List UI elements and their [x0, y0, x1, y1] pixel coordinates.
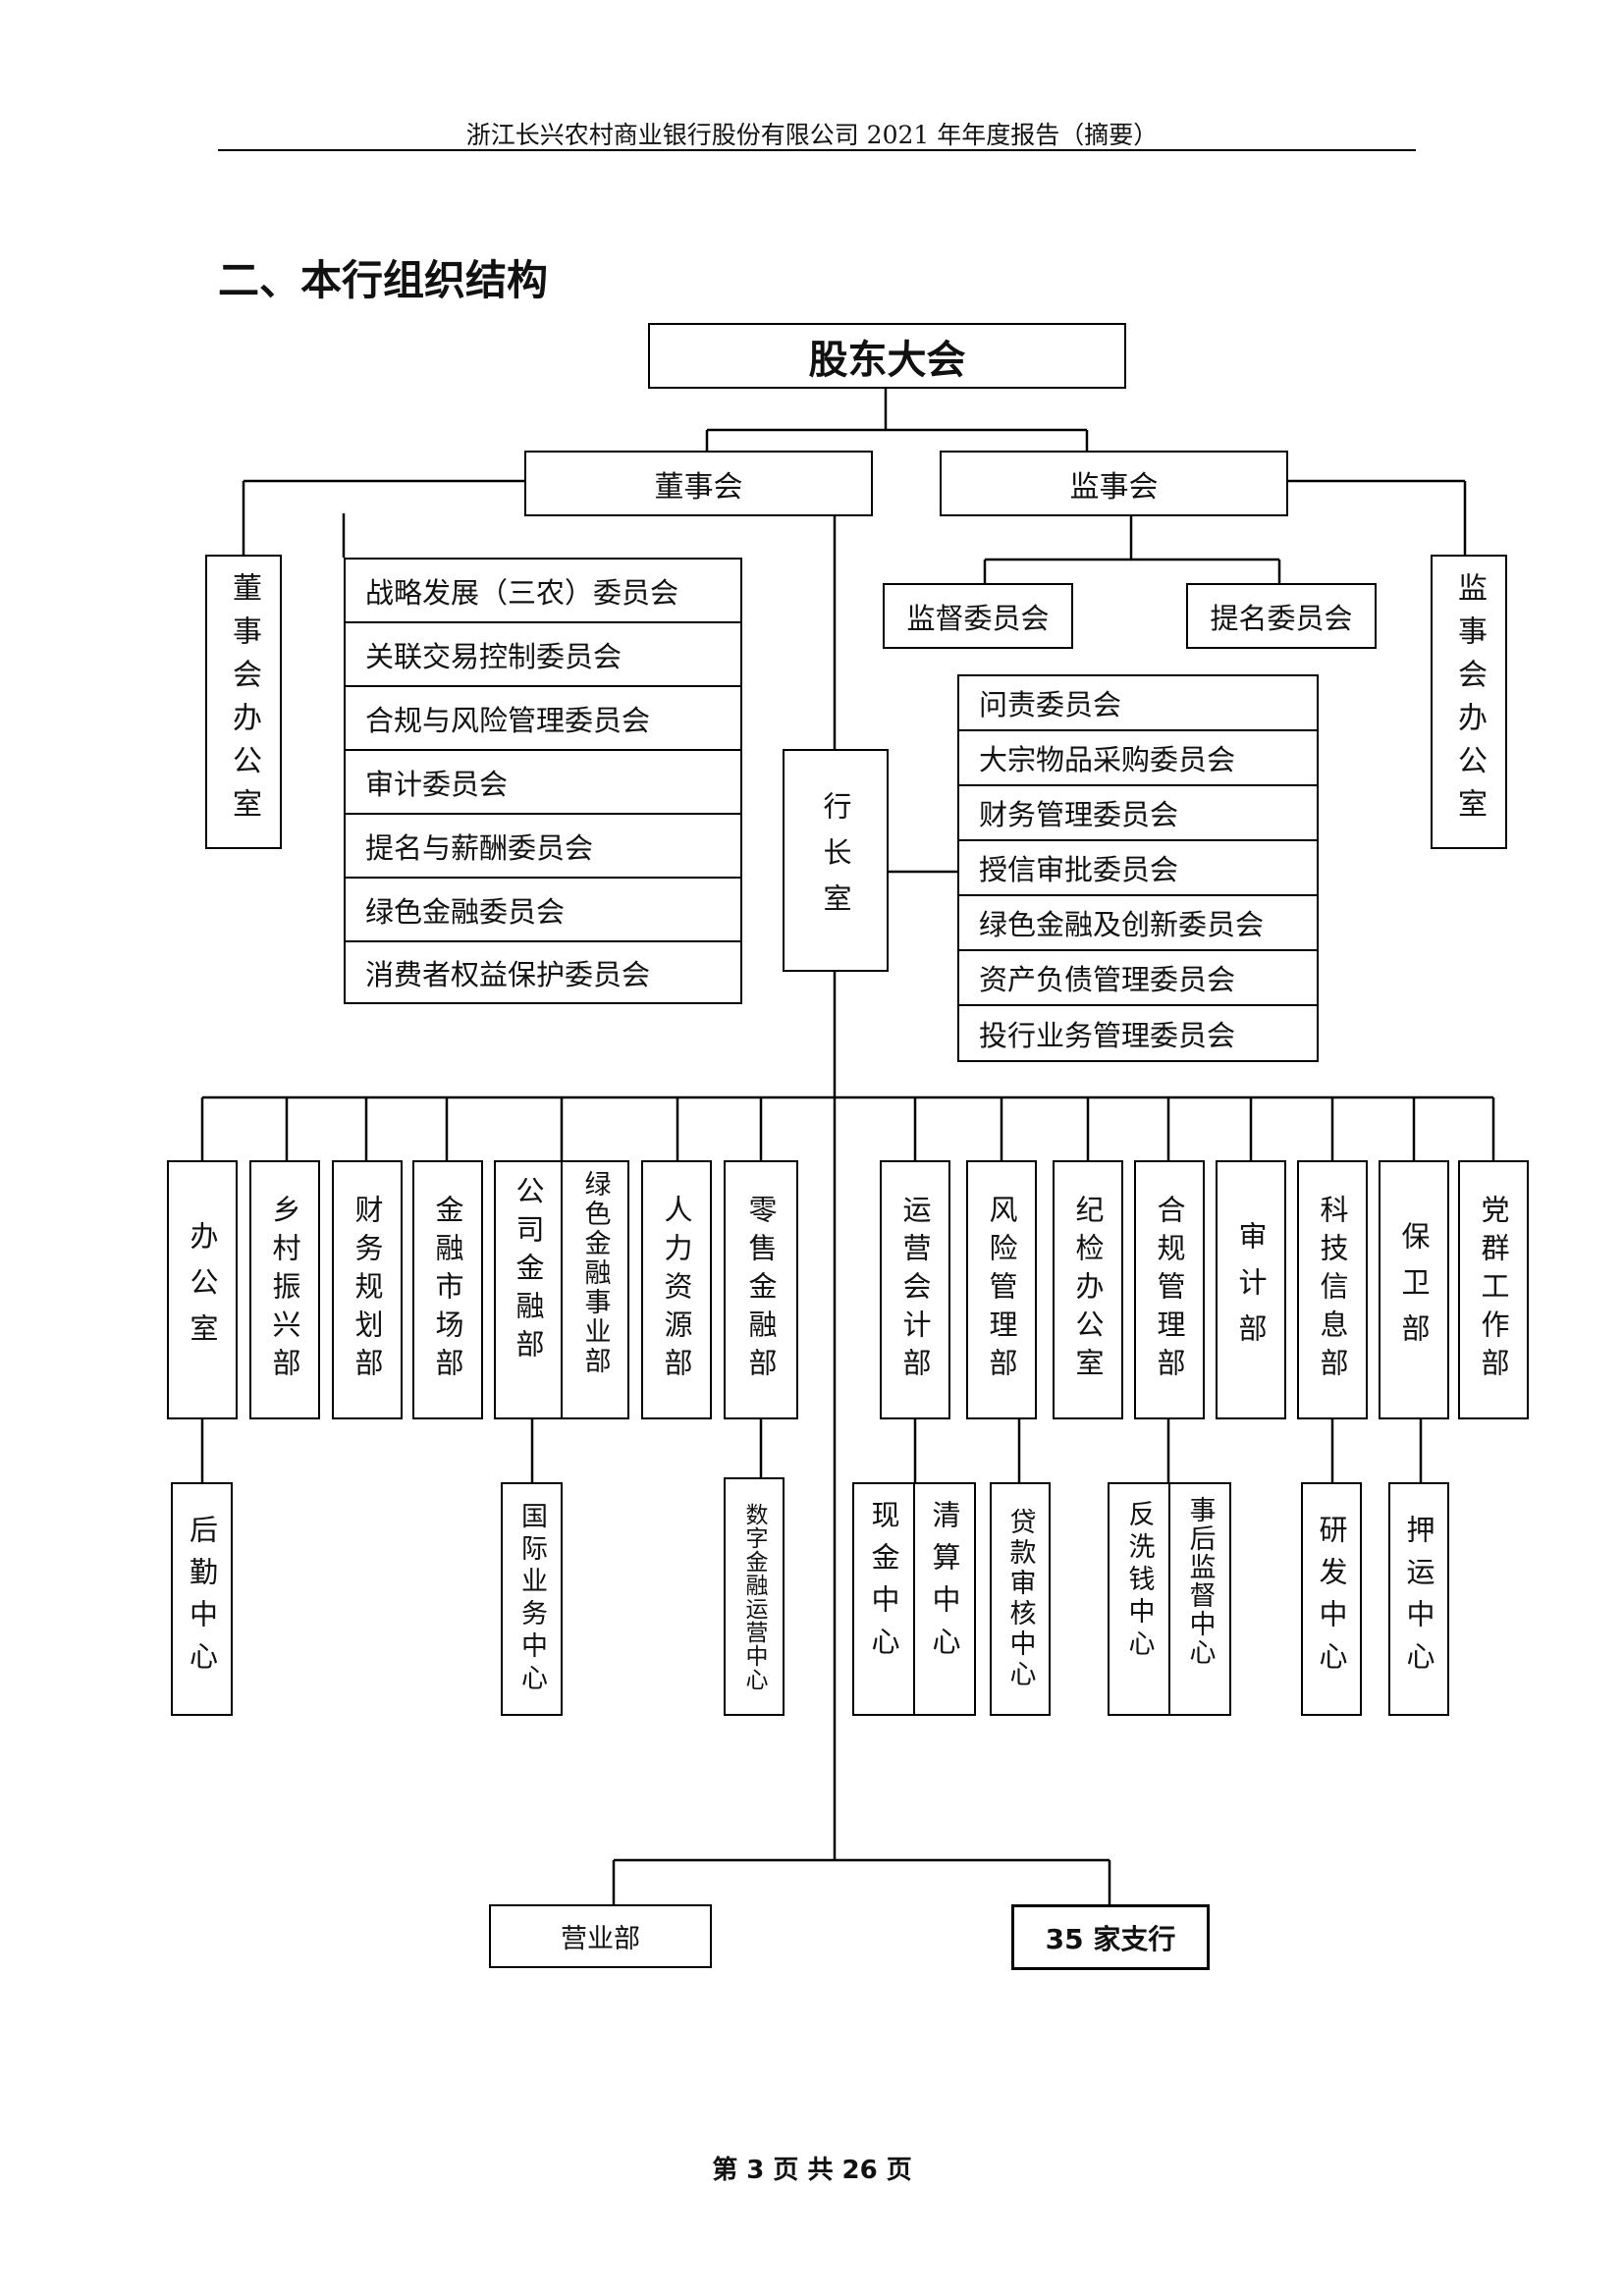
office-dept-box: 办公室 [167, 1160, 238, 1419]
digital-finance-center-box: 数字金融运营中心 [724, 1477, 785, 1716]
board-committee-item: 合规与风险管理委员会 [346, 687, 740, 751]
board-of-directors-label: 董事会 [654, 469, 743, 505]
audit-dept-label: 审计部 [1234, 1220, 1268, 1360]
aml-center-label: 反洗钱中心 [1123, 1500, 1155, 1662]
board-committee-item: 绿色金融委员会 [346, 879, 740, 942]
corporate-green-dept-box: 公司金融部 绿色金融事业部 [494, 1160, 629, 1419]
logistics-center-box: 后勤中心 [171, 1482, 233, 1716]
page-footer: 第 3 页 共 26 页 [712, 2156, 912, 2185]
corporate-finance-dept-cell: 公司金融部 [496, 1162, 561, 1417]
aml-center-cell: 反洗钱中心 [1110, 1484, 1168, 1714]
board-committee-item: 提名与薪酬委员会 [346, 815, 740, 879]
rnd-center-box: 研发中心 [1301, 1482, 1362, 1716]
security-dept-box: 保卫部 [1379, 1160, 1449, 1419]
rural-revitalization-dept-box: 乡村振兴部 [249, 1160, 320, 1419]
risk-management-dept-box: 风险管理部 [966, 1160, 1037, 1419]
business-department-label: 营业部 [561, 1924, 640, 1954]
financial-markets-dept-label: 金融市场部 [431, 1194, 464, 1386]
party-affairs-dept-box: 党群工作部 [1458, 1160, 1529, 1419]
header-rule [218, 149, 1416, 151]
aml-post-supervision-center-box: 反洗钱中心 事后监督中心 [1108, 1482, 1231, 1716]
section-title: 二、本行组织结构 [218, 256, 549, 304]
board-of-supervisors-label: 监事会 [1069, 469, 1159, 505]
board-office-label: 董事会办公室 [227, 572, 261, 831]
financial-markets-dept-box: 金融市场部 [412, 1160, 483, 1419]
logistics-center-label: 后勤中心 [185, 1515, 219, 1683]
shareholders-meeting-box: 股东大会 [648, 323, 1126, 389]
board-committees-list: 战略发展（三农）委员会 关联交易控制委员会 合规与风险管理委员会 审计委员会 提… [344, 558, 742, 1004]
rural-revitalization-dept-label: 乡村振兴部 [268, 1194, 301, 1386]
operations-accounting-dept-label: 运营会计部 [898, 1194, 932, 1386]
hr-dept-label: 人力资源部 [660, 1194, 693, 1386]
compliance-management-dept-box: 合规管理部 [1134, 1160, 1205, 1419]
finance-planning-dept-label: 财务规划部 [351, 1194, 384, 1386]
clearing-center-label: 清算中心 [928, 1500, 961, 1669]
nomination-committee-box: 提名委员会 [1186, 583, 1377, 649]
clearing-center-cell: 清算中心 [913, 1484, 974, 1714]
corporate-finance-dept-label: 公司金融部 [512, 1176, 545, 1367]
management-committee-item: 财务管理委员会 [959, 786, 1317, 841]
management-committee-item: 资产负债管理委员会 [959, 951, 1317, 1006]
cash-center-cell: 现金中心 [854, 1484, 913, 1714]
president-office-box: 行长室 [783, 749, 889, 972]
board-committee-item: 消费者权益保护委员会 [365, 957, 651, 991]
management-committee-item: 授信审批委员会 [959, 841, 1317, 896]
management-committee-item: 问责委员会 [959, 676, 1317, 731]
sub-branches-label: 35 家支行 [1045, 1922, 1176, 1955]
board-of-directors-box: 董事会 [524, 451, 873, 516]
intl-business-center-box: 国际业务中心 [501, 1482, 563, 1716]
sub-branches-box: 35 家支行 [1011, 1904, 1210, 1970]
management-committee-item: 大宗物品采购委员会 [959, 731, 1317, 786]
digital-finance-center-label: 数字金融运营中心 [741, 1502, 767, 1691]
board-office-box: 董事会办公室 [205, 555, 282, 849]
cash-center-label: 现金中心 [867, 1500, 900, 1669]
discipline-office-label: 纪检办公室 [1071, 1194, 1105, 1386]
hr-dept-box: 人力资源部 [641, 1160, 712, 1419]
cash-clearing-center-box: 现金中心 清算中心 [852, 1482, 976, 1716]
intl-business-center-label: 国际业务中心 [516, 1502, 547, 1696]
board-committee-item: 战略发展（三农）委员会 [346, 560, 740, 623]
report-header: 浙江长兴农村商业银行股份有限公司 2021 年年度报告（摘要） [465, 121, 1159, 149]
audit-dept-box: 审计部 [1216, 1160, 1286, 1419]
board-committee-item: 关联交易控制委员会 [346, 623, 740, 687]
retail-finance-dept-label: 零售金融部 [744, 1194, 778, 1386]
board-committee-item: 审计委员会 [346, 751, 740, 815]
discipline-office-box: 纪检办公室 [1053, 1160, 1123, 1419]
nomination-committee-label: 提名委员会 [1210, 601, 1353, 635]
management-committee-item: 投行业务管理委员会 [979, 1018, 1236, 1052]
office-dept-label: 办公室 [186, 1220, 219, 1360]
escort-center-label: 押运中心 [1402, 1515, 1435, 1683]
loan-review-center-label: 贷款审核中心 [1004, 1508, 1036, 1690]
supervision-committee-box: 监督委员会 [883, 583, 1073, 649]
security-dept-label: 保卫部 [1397, 1220, 1431, 1360]
escort-center-box: 押运中心 [1388, 1482, 1449, 1716]
post-supervision-center-cell: 事后监督中心 [1168, 1484, 1229, 1714]
green-finance-dept-cell: 绿色金融事业部 [561, 1162, 627, 1417]
management-committees-list: 问责委员会 大宗物品采购委员会 财务管理委员会 授信审批委员会 绿色金融及创新委… [957, 674, 1319, 1062]
board-of-supervisors-box: 监事会 [940, 451, 1288, 516]
compliance-management-dept-label: 合规管理部 [1153, 1194, 1186, 1386]
retail-finance-dept-box: 零售金融部 [724, 1160, 798, 1419]
loan-review-center-box: 贷款审核中心 [990, 1482, 1051, 1716]
business-department-box: 营业部 [489, 1904, 712, 1968]
supervision-committee-label: 监督委员会 [906, 601, 1050, 635]
party-affairs-dept-label: 党群工作部 [1477, 1194, 1510, 1386]
risk-management-dept-label: 风险管理部 [985, 1194, 1018, 1386]
post-supervision-center-label: 事后监督中心 [1184, 1496, 1216, 1667]
rnd-center-label: 研发中心 [1315, 1515, 1348, 1683]
shareholders-meeting-label: 股东大会 [808, 337, 966, 383]
finance-planning-dept-box: 财务规划部 [332, 1160, 403, 1419]
supervisor-office-box: 监事会办公室 [1431, 555, 1507, 849]
president-office-label: 行长室 [819, 791, 852, 930]
technology-info-dept-label: 科技信息部 [1316, 1194, 1349, 1386]
operations-accounting-dept-box: 运营会计部 [880, 1160, 950, 1419]
green-finance-dept-label: 绿色金融事业部 [579, 1170, 611, 1376]
supervisor-office-label: 监事会办公室 [1452, 572, 1487, 831]
management-committee-item: 绿色金融及创新委员会 [959, 896, 1317, 951]
technology-info-dept-box: 科技信息部 [1297, 1160, 1368, 1419]
